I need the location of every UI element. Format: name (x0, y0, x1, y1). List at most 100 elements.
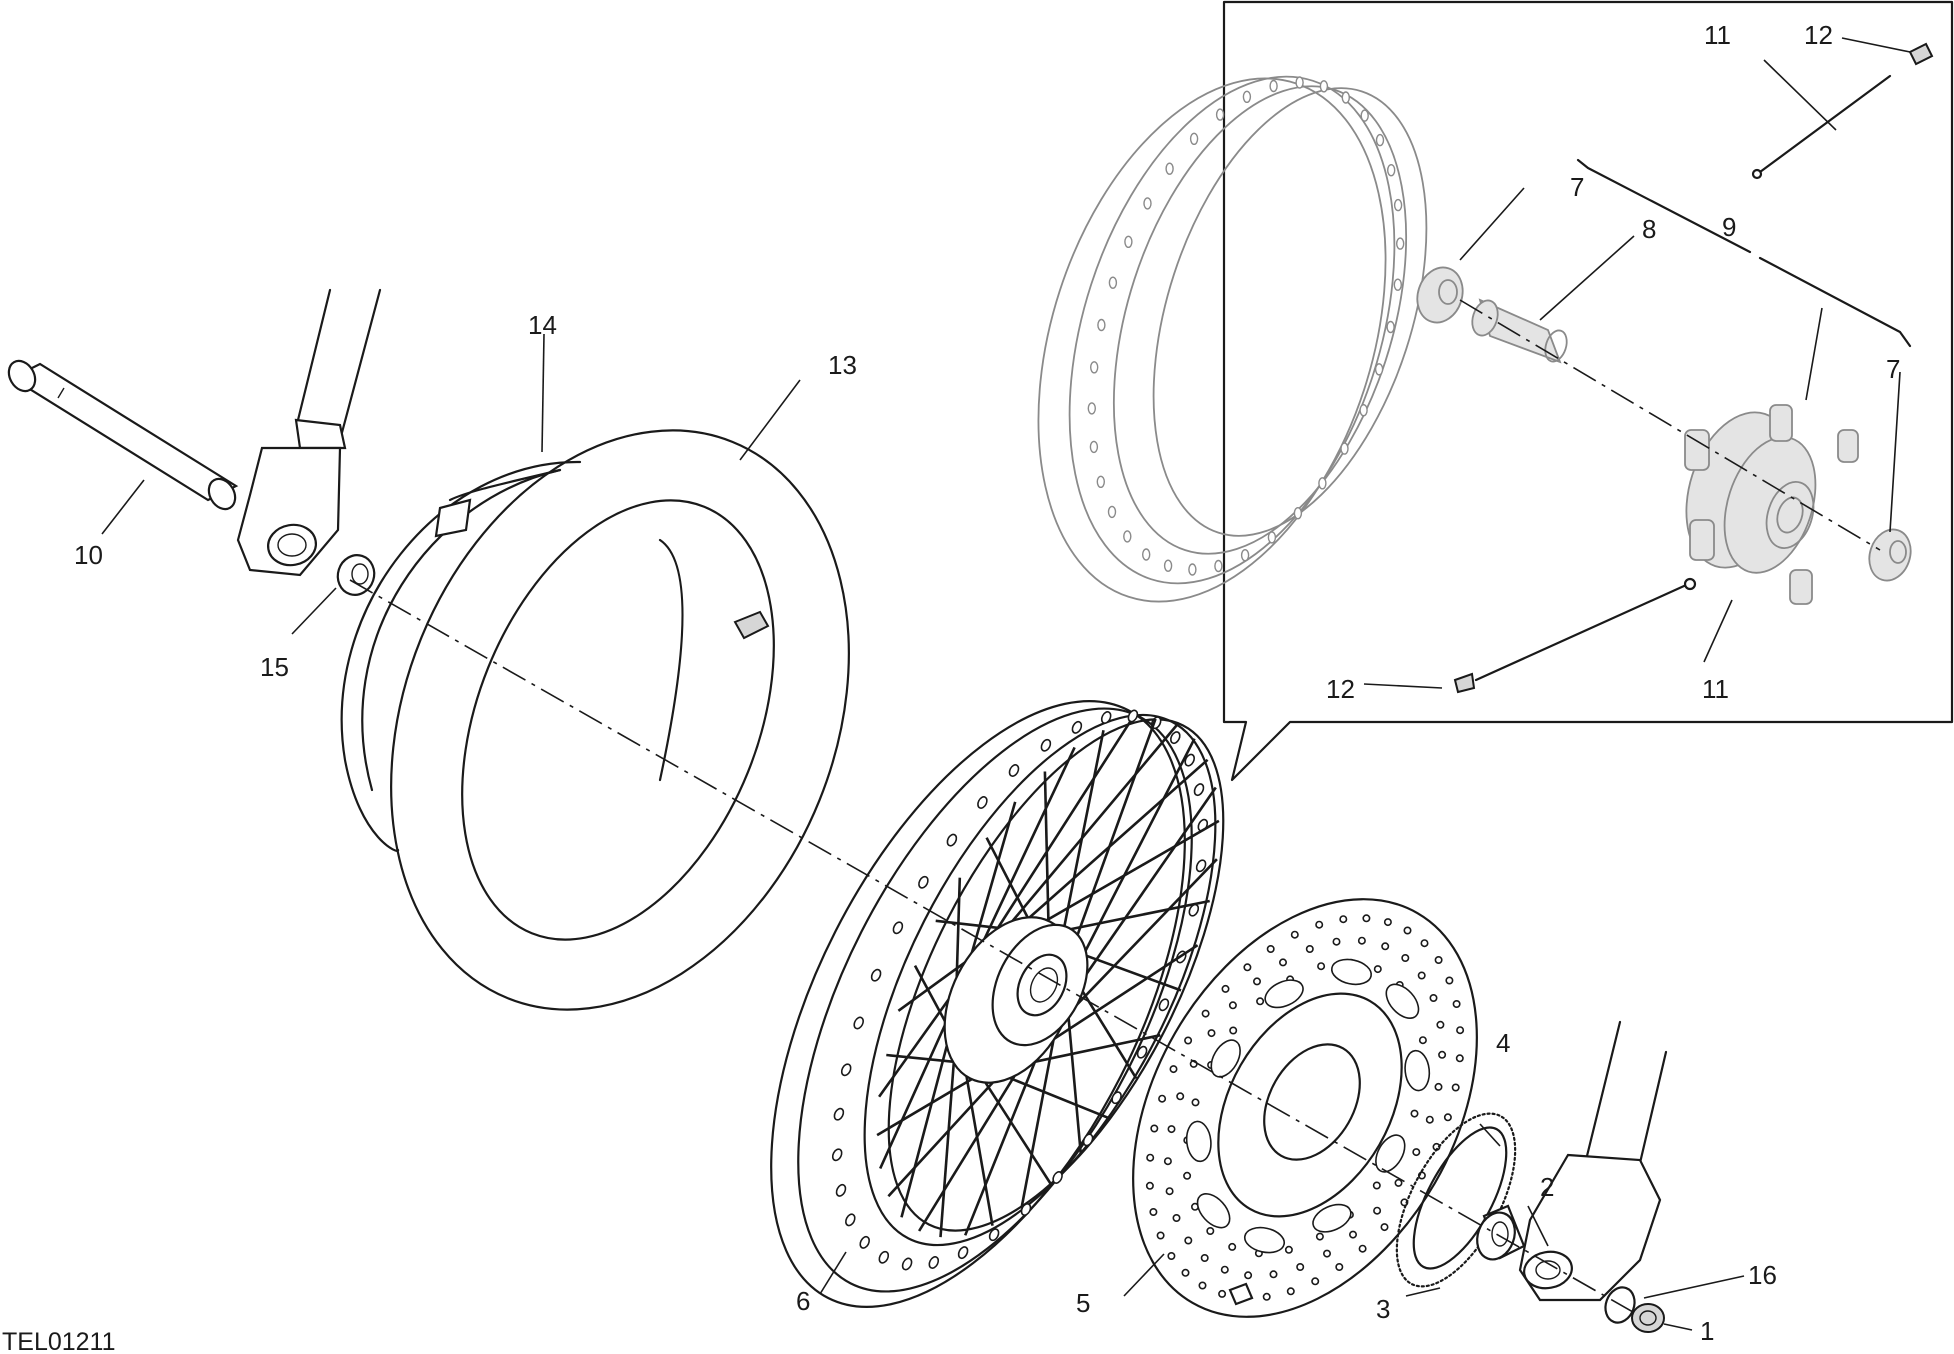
disc-vent-hole (1284, 1245, 1293, 1254)
callout-1: 1 (1700, 1316, 1714, 1346)
callout-11-top: 11 (1704, 20, 1731, 50)
disc-lightening-hole (1312, 1203, 1352, 1233)
disc-lightening-hole (1196, 1193, 1231, 1229)
disc-bolt (1228, 1282, 1254, 1306)
rim-spoke-hole (853, 1016, 864, 1030)
inner-tube-rimband (340, 460, 582, 852)
disc-vent-hole (1229, 1026, 1238, 1035)
rim-spoke-hole (878, 1250, 890, 1264)
wheel-hub (943, 916, 1089, 1084)
disc-vent-hole (1452, 999, 1461, 1008)
rim-spoke-hole (1052, 1171, 1063, 1184)
disc-vent-hole (1305, 944, 1314, 953)
disc-vent-hole (1362, 914, 1371, 923)
hub-assembly (1684, 404, 1859, 605)
callout-6: 6 (796, 1286, 810, 1316)
brake-disc (1132, 898, 1478, 1318)
disc-vent-hole (1349, 1230, 1358, 1239)
callout-16: 16 (1748, 1260, 1777, 1290)
inset-rim-hole (1393, 278, 1403, 291)
spoke (1030, 944, 1199, 1055)
disc-vent-hole (1380, 1223, 1389, 1232)
disc-vent-hole (1158, 1094, 1167, 1103)
disc-vent-hole (1184, 1236, 1193, 1245)
disc-vent-hole (1228, 1001, 1237, 1010)
inset-rim-hole (1295, 76, 1304, 89)
disc-vent-hole (1167, 1252, 1176, 1261)
axle-nut (1631, 1303, 1665, 1333)
rim-spoke-hole (840, 1063, 852, 1077)
disc-vent-hole (1165, 1187, 1174, 1196)
disc-vent-hole (1191, 1098, 1200, 1107)
disc-vent-hole (1243, 963, 1252, 972)
callout-7-right: 7 (1886, 354, 1900, 384)
rim-spoke-hole (1184, 753, 1195, 767)
inset-rim-hole (1165, 162, 1174, 175)
spoke (917, 1058, 1027, 1232)
callout-2: 2 (1540, 1172, 1554, 1202)
inset-rim-hole (1089, 440, 1099, 454)
disc-vent-hole (1436, 1020, 1445, 1029)
disc-vent-hole (1146, 1153, 1155, 1162)
disc-vent-hole (1149, 1208, 1158, 1217)
rim-spoke-hole (835, 1183, 847, 1197)
disc-vent-hole (1269, 1270, 1278, 1279)
callout-8: 8 (1642, 214, 1656, 244)
disc-vent-hole (1410, 1109, 1419, 1118)
spoke (1053, 899, 1210, 934)
spoke (979, 719, 1132, 956)
disc-vent-hole (1381, 942, 1390, 951)
inset-rim-hole (1189, 132, 1199, 146)
disc-vent-hole (1383, 918, 1392, 927)
spoke (1065, 993, 1083, 1155)
inset-rim-hole (1242, 90, 1252, 104)
disc-vent-hole (1420, 939, 1429, 948)
fork-right (1518, 1020, 1668, 1302)
inset-rim-hole (1267, 531, 1277, 544)
rim-spoke-hole (918, 875, 929, 889)
inset-rim-hole (1393, 198, 1403, 212)
inset-rim-hole (1215, 108, 1225, 121)
disc-vent-hole (1163, 1157, 1172, 1166)
inset-rim-hole (1375, 133, 1385, 147)
disc-vent-hole (1150, 1124, 1159, 1133)
disc-vent-hole (1317, 962, 1326, 971)
inset-rim-hole (1214, 559, 1223, 573)
rim-spoke-hole (1082, 1133, 1094, 1147)
spoke-top (1751, 74, 1892, 180)
rim-spoke-hole (1193, 783, 1205, 797)
inset-rim-hole (1318, 477, 1327, 490)
rim-spoke-hole (901, 1257, 913, 1271)
inset-rim-hole (1143, 197, 1152, 210)
disc-vent-hole (1438, 1050, 1447, 1059)
inset-rim-hole (1240, 549, 1250, 562)
disc-vent-hole (1266, 944, 1275, 953)
rim-spoke-hole (1170, 731, 1181, 745)
callout-3: 3 (1376, 1294, 1390, 1324)
rim-spoke-hole (831, 1148, 843, 1162)
spacer-left (336, 554, 376, 596)
disc-vent-hole (1456, 1026, 1465, 1035)
disc-vent-hole (1373, 1206, 1382, 1215)
disc-vent-hole (1455, 1054, 1464, 1063)
inset-rim-hole (1123, 530, 1132, 543)
rim-spoke-hole (833, 1107, 845, 1121)
disc-vent-hole (1198, 1281, 1207, 1290)
disc-vent-hole (1244, 1271, 1253, 1280)
disc-lightening-hole (1264, 979, 1304, 1009)
inset-rim-hole (1087, 402, 1097, 415)
disc-vent-hole (1358, 1244, 1367, 1253)
rim-spoke-hole (1111, 1091, 1122, 1105)
disc-vent-hole (1167, 1125, 1176, 1134)
disc-vent-hole (1401, 953, 1410, 962)
spoke (887, 1068, 1007, 1198)
callout-10: 10 (74, 540, 103, 570)
disc-vent-hole (1417, 971, 1426, 980)
disc-vent-hole (1451, 1083, 1460, 1092)
disc-vent-hole (1434, 1082, 1443, 1091)
callout-5: 5 (1076, 1288, 1090, 1318)
disc-vent-hole (1418, 1036, 1427, 1045)
tyre (390, 429, 850, 1011)
rim-spoke-hole (1195, 859, 1207, 873)
disc-vent-hole (1206, 1227, 1215, 1236)
